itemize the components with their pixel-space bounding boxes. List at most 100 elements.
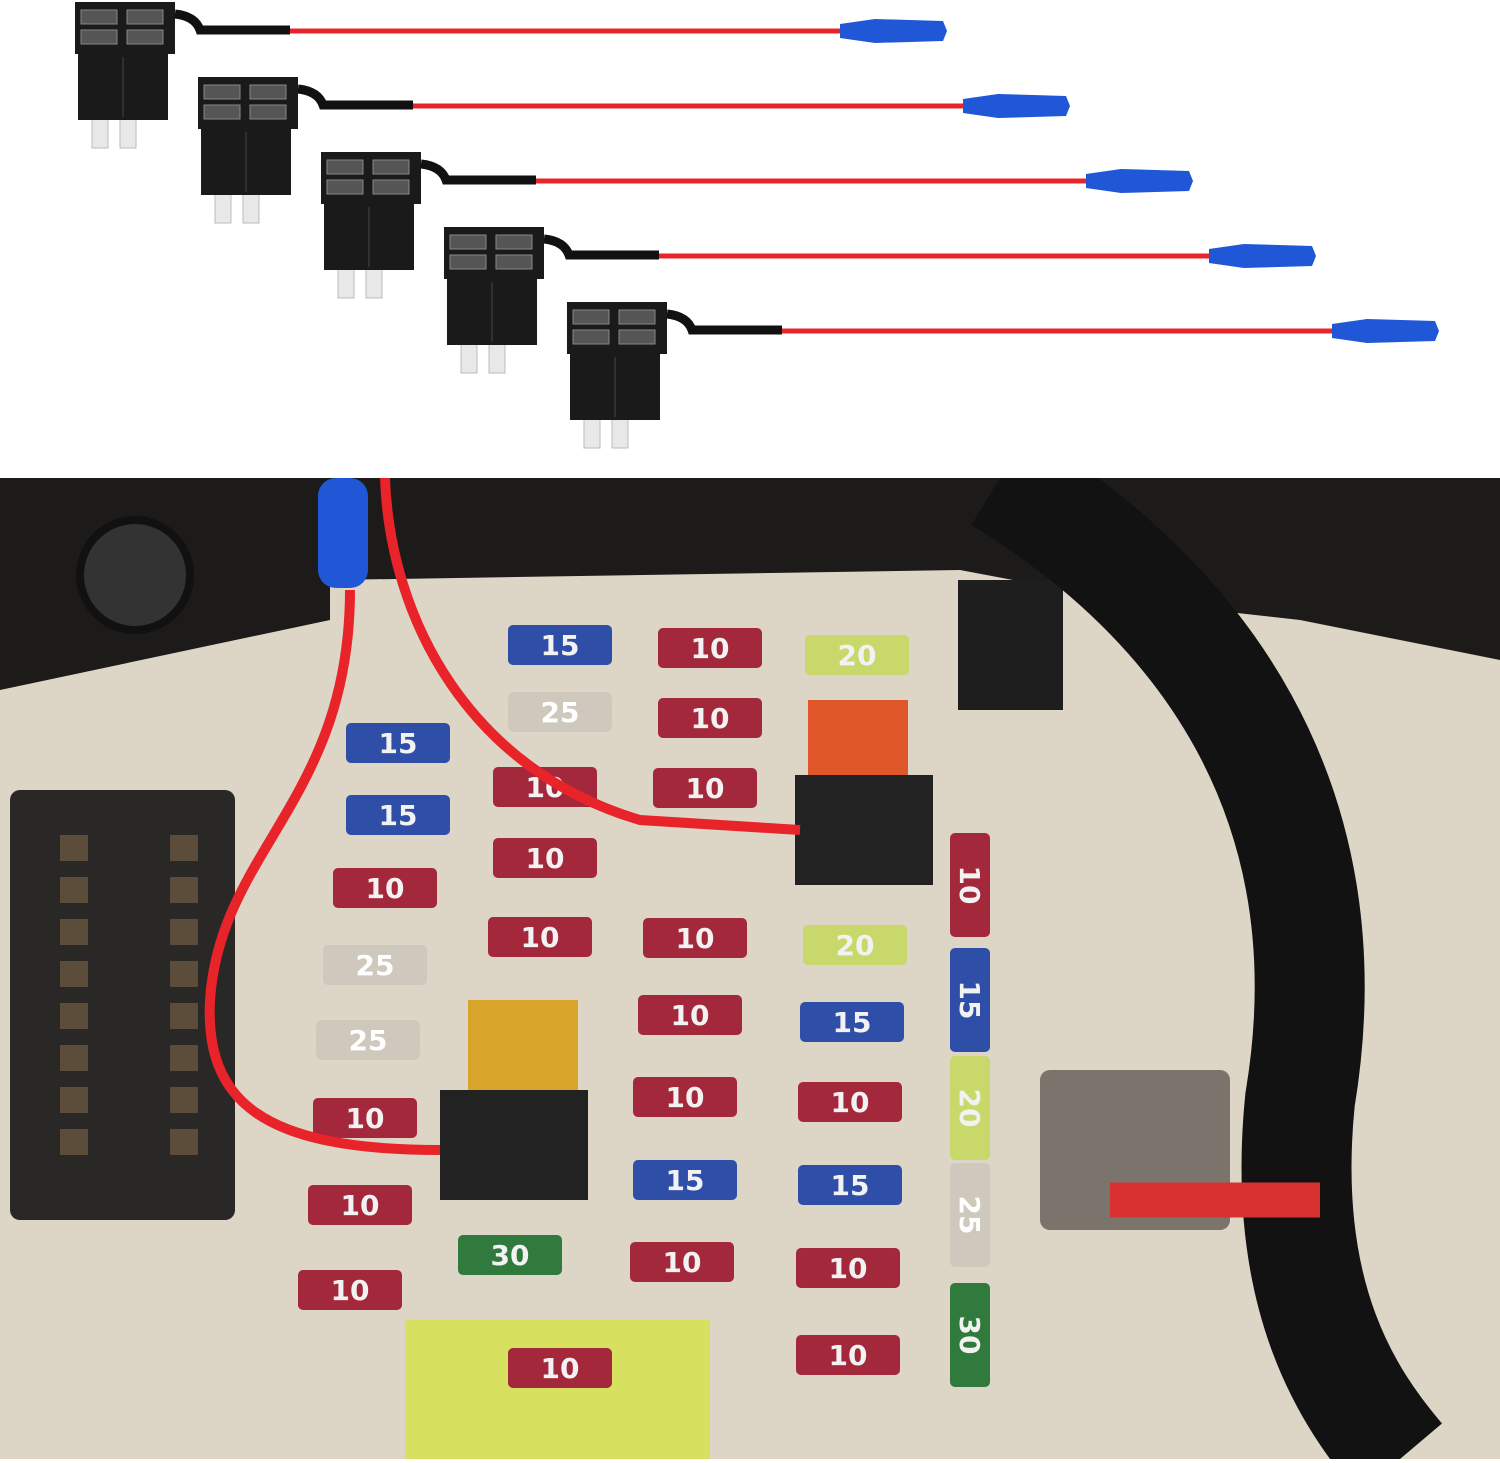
- fuse-tap: [75, 2, 947, 149]
- mini-fuse: 15: [346, 723, 450, 763]
- fuse-body: [950, 1056, 990, 1160]
- wire-sleeve: [666, 309, 782, 335]
- mini-fuse: 10: [643, 918, 747, 958]
- fuse-body: [658, 698, 762, 738]
- blue-terminal: [318, 478, 368, 588]
- fuse-rating: 10: [346, 1102, 385, 1135]
- fuse-rating: 15: [379, 799, 418, 832]
- fuse-rating: 20: [838, 639, 877, 672]
- fuse-body: [346, 795, 450, 835]
- fuse-body: [313, 1098, 417, 1138]
- installed-fuse-tap: [440, 1090, 588, 1200]
- fuse-tap-set: [75, 2, 1439, 449]
- fuse-rating: 25: [953, 1196, 986, 1235]
- fuse-rating: 25: [356, 949, 395, 982]
- fuse-body: [308, 1185, 412, 1225]
- fuse-body: [508, 692, 612, 732]
- fuse-rating: 15: [953, 981, 986, 1020]
- mini-fuse: 25: [316, 1020, 420, 1060]
- fuse-rating: 10: [829, 1252, 868, 1285]
- wire-sleeve: [174, 9, 290, 35]
- fuse-body: [638, 995, 742, 1035]
- mini-fuse: 20: [803, 925, 907, 965]
- fuse-body: [298, 1270, 402, 1310]
- fuse-rating: 30: [953, 1316, 986, 1355]
- fuse-body: [796, 1248, 900, 1288]
- fuse-rating: 10: [666, 1081, 705, 1114]
- fuse-body: [323, 945, 427, 985]
- fuse-body: [950, 833, 990, 937]
- mini-fuse: 10: [298, 1270, 402, 1310]
- fuse-rating: 10: [663, 1246, 702, 1279]
- mini-fuse: 10: [493, 838, 597, 878]
- mini-fuse: 25: [508, 692, 612, 732]
- installed-fuse-tap: [795, 775, 933, 885]
- fuse-body: [805, 635, 909, 675]
- mini-fuse: 15: [950, 948, 990, 1052]
- maxi-fuse: [468, 1000, 578, 1090]
- fuse-rating: 15: [831, 1169, 870, 1202]
- fuse-body: [658, 628, 762, 668]
- mini-fuse: 20: [950, 1056, 990, 1160]
- mini-fuse: 20: [805, 635, 909, 675]
- fuse-body: [798, 1082, 902, 1122]
- maxi-fuse: [808, 700, 908, 775]
- fuse-rating: 10: [526, 842, 565, 875]
- fuse-body: [630, 1242, 734, 1282]
- fuse-rating: 15: [379, 727, 418, 760]
- fuse-rating: 10: [953, 866, 986, 905]
- fuse-rating: 10: [691, 702, 730, 735]
- fuse-body: [493, 838, 597, 878]
- fuse-body: [458, 1235, 562, 1275]
- fuse-body: [950, 948, 990, 1052]
- mini-fuse: 15: [633, 1160, 737, 1200]
- fuse-tap: [444, 227, 1316, 374]
- mini-fuse: 10: [333, 868, 437, 908]
- fuse-body: [508, 1348, 612, 1388]
- mini-fuse: 10: [633, 1077, 737, 1117]
- fuse-body: [950, 1163, 990, 1267]
- mini-fuse: 30: [950, 1283, 990, 1387]
- red-wire: [204, 589, 441, 1155]
- fuse-box-housing: [0, 570, 1500, 1459]
- fuse-body: [346, 723, 450, 763]
- fuse-rating: 20: [953, 1089, 986, 1128]
- blue-terminal: [1332, 319, 1439, 343]
- bolt-icon: [76, 516, 194, 634]
- fuse-rating: 15: [833, 1006, 872, 1039]
- wire-sleeve: [420, 159, 536, 185]
- mini-fuse: 10: [488, 917, 592, 957]
- yellow-connector: [405, 1320, 710, 1459]
- fuse-body: [633, 1077, 737, 1117]
- mini-fuse: 10: [638, 995, 742, 1035]
- wire-sleeve: [297, 84, 413, 110]
- fuse-body: [633, 1160, 737, 1200]
- installed-fuse-box-photo: 15 15 10 25 25 10 10 10 15 25 10 10 10 30 10 10 10 10 10 10…: [0, 431, 1500, 1463]
- fuse-rating: 10: [341, 1189, 380, 1222]
- mini-fuse: 10: [653, 768, 757, 808]
- fuse-rating: 15: [666, 1164, 705, 1197]
- fuse-body: [803, 925, 907, 965]
- mini-fuse: 15: [346, 795, 450, 835]
- fuse-tap: [567, 302, 1439, 449]
- mini-fuse: 10: [508, 1348, 612, 1388]
- fuse-rating: 30: [491, 1239, 530, 1272]
- fuse-rating: 10: [541, 1352, 580, 1385]
- fuse-body: [796, 1335, 900, 1375]
- fuse-rating: 10: [366, 872, 405, 905]
- obd-connector: [10, 790, 235, 1220]
- mini-fuse: 10: [658, 628, 762, 668]
- blue-terminal: [840, 19, 947, 43]
- blue-terminal: [1209, 244, 1316, 268]
- mini-fuse: 10: [796, 1248, 900, 1288]
- fuse-rating: 20: [836, 929, 875, 962]
- fuse-body: [508, 625, 612, 665]
- wiring-harness: [971, 431, 1443, 1463]
- mini-fuse: 15: [798, 1165, 902, 1205]
- mini-fuse: 25: [323, 945, 427, 985]
- fuse-body: [950, 1283, 990, 1387]
- fuse-rating: 10: [691, 632, 730, 665]
- red-wire: [380, 477, 801, 835]
- mini-fuse: 10: [630, 1242, 734, 1282]
- mini-fuse: 25: [950, 1163, 990, 1267]
